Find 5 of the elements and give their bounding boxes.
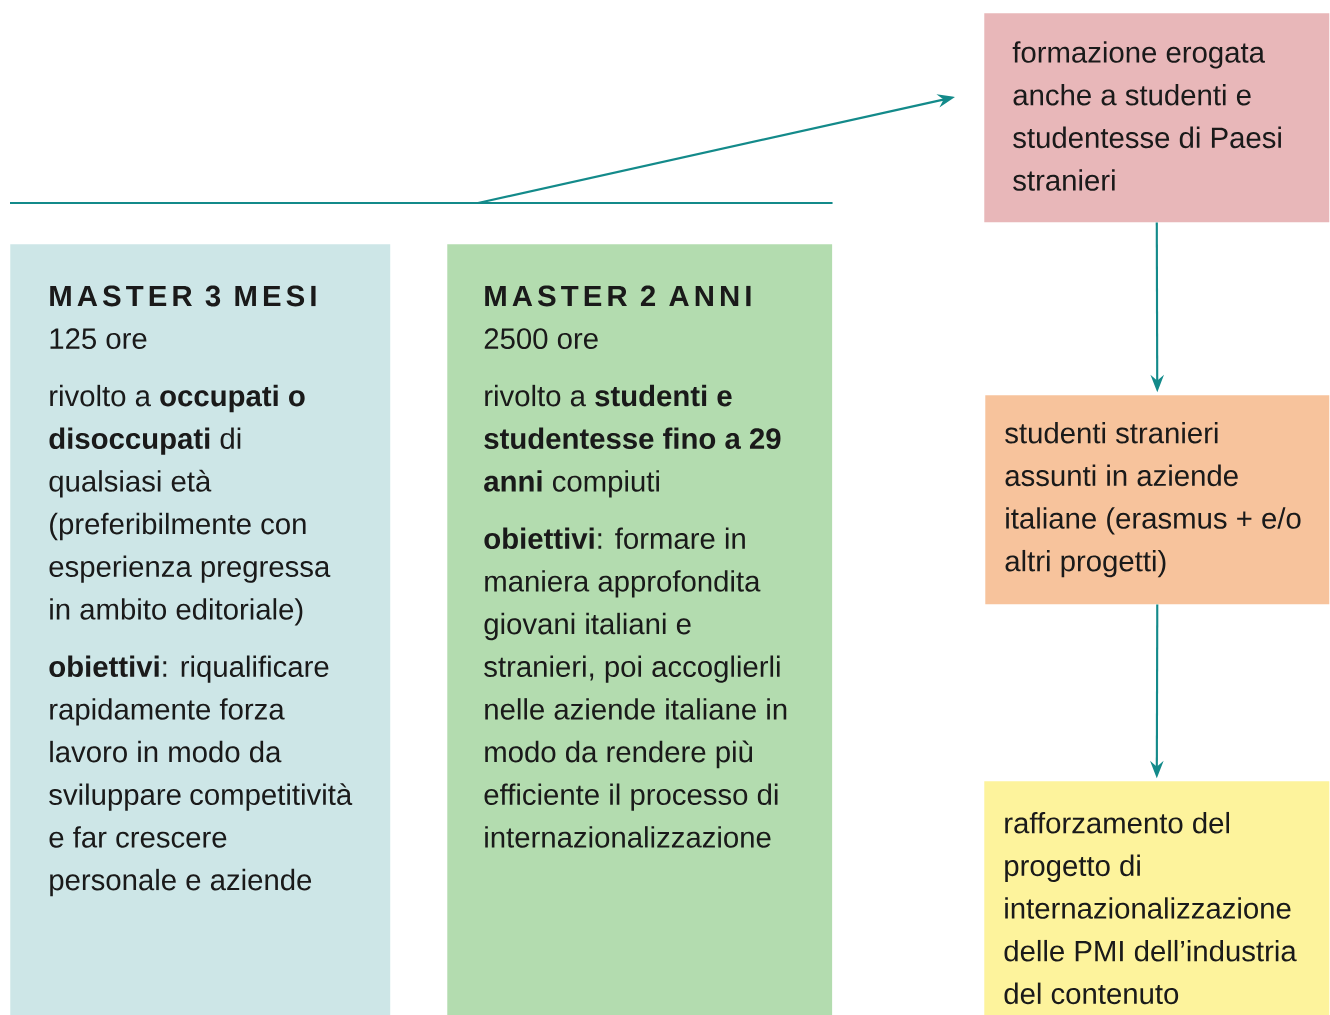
outcome-box: formazione erogata anche a studenti e studentesse di Paesi stranieri (984, 13, 1330, 223)
outcome-box: studenti stranieri assunti in aziende italiane (erasmus + e/o altri progetti) (985, 395, 1330, 605)
outcome-box: rafforzamento del progetto di internazionalizzazione delle PMI dell’industria del contenuto (984, 781, 1330, 1015)
program-card: MASTER 3 MESI 125 ore rivolto a occupati o disoccupati di qualsiasi età (preferibilmente con esperienza pregressa in ambito editoriale) obiettivi: riqualificare rapidamente forza lavoro in modo da sviluppare competitività e far crescere personale e aziende (10, 244, 391, 1015)
program-card: MASTER 2 ANNI 2500 ore rivolto a studenti e studentesse fino a 29 anni compiuti obiettivi: formare in maniera approfondita giovani italiani e stranieri, poi accoglierli nelle aziende italiane in modo da rendere più efficiente il processo di internazionalizzazione (447, 244, 833, 1015)
